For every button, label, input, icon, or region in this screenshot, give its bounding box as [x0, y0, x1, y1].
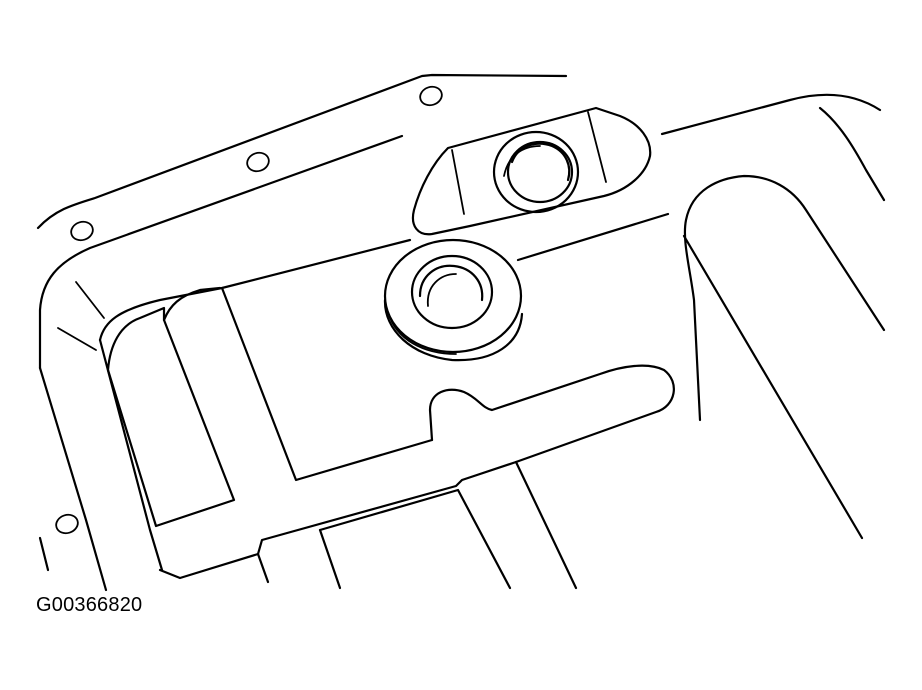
bolt-hole-4 — [55, 513, 79, 535]
drain-boss-outline — [411, 106, 652, 236]
drain-hole-bore-edge — [503, 145, 541, 177]
left-rib-inner-line — [162, 286, 222, 322]
center-lower-rib-right — [514, 460, 578, 590]
pan-left-lower-stub — [38, 536, 50, 572]
washer-bore-edge — [427, 273, 457, 307]
pan-corner-crease-1 — [75, 281, 105, 319]
drain-hole-inner-rim — [506, 140, 574, 204]
figure-id-label: G00366820 — [36, 594, 143, 616]
drain-boss-right-crease — [587, 111, 607, 183]
pan-floor-top-edge-right — [516, 212, 670, 262]
pan-flange-outer-edge — [36, 73, 568, 230]
pan-left-wall-outer — [38, 366, 108, 592]
center-lower-cell-left — [318, 528, 342, 590]
bolt-hole-1 — [70, 220, 94, 242]
drain-hole-outer — [492, 130, 580, 214]
washer-bore-shadow — [418, 264, 484, 302]
center-lower-rib-left — [158, 552, 270, 584]
washer-lower-thickness — [383, 298, 524, 362]
bolt-hole-2 — [246, 151, 270, 173]
pan-right-wall — [818, 106, 886, 202]
pan-floor-top-edge — [98, 238, 412, 342]
drain-boss-left-crease — [451, 149, 465, 215]
pan-left-wall-inner — [98, 338, 164, 572]
pan-corner-crease-2 — [57, 327, 97, 351]
pan-right-top-edge — [660, 93, 882, 136]
right-channel-outer — [683, 174, 886, 422]
center-channel-notch — [428, 364, 675, 464]
bolt-hole-3 — [419, 85, 443, 107]
center-lower-cell-edge — [318, 488, 512, 590]
center-lower-rib-mid — [256, 460, 518, 556]
pan-flange-inner-edge — [38, 134, 404, 370]
washer-outer-face — [383, 238, 523, 354]
washer-inner-hole — [410, 254, 494, 330]
washer-thickness-line — [387, 311, 457, 355]
left-rib-outer — [106, 306, 236, 528]
center-channel-left-edge — [220, 286, 434, 482]
right-channel-inner — [682, 234, 864, 540]
